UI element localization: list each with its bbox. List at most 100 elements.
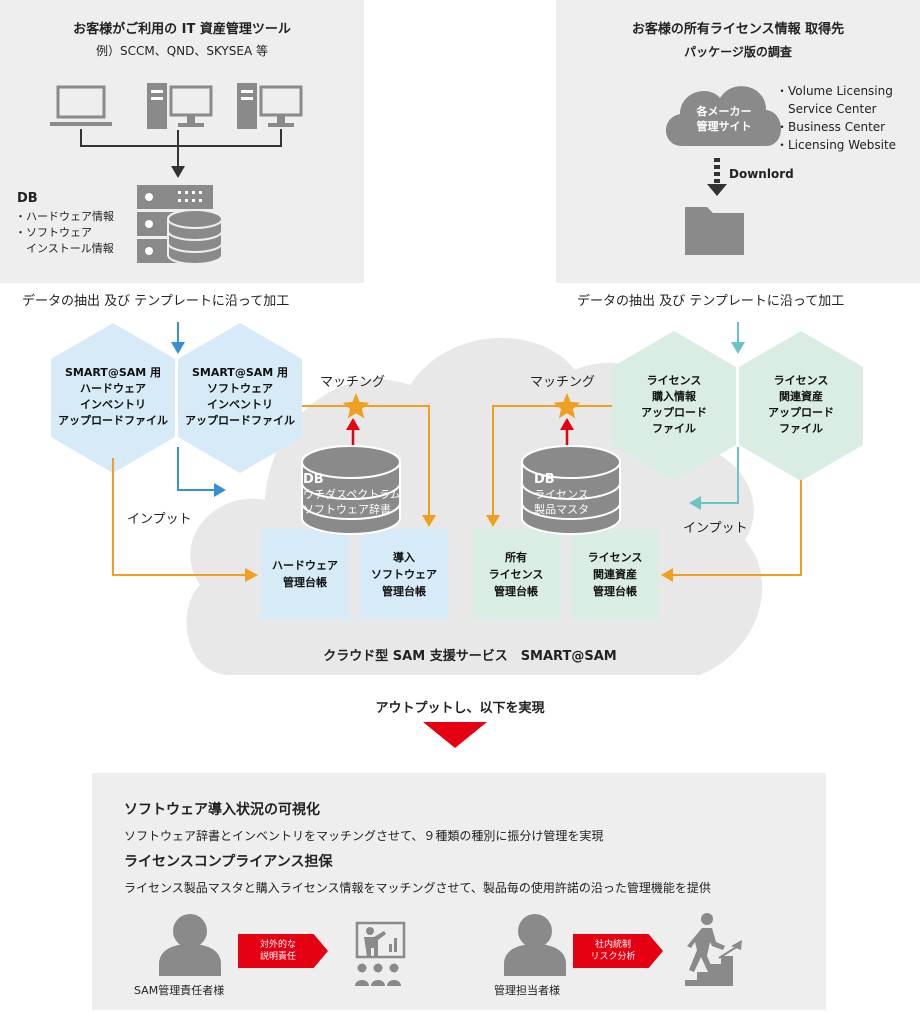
matching-label-right: マッチング — [530, 375, 596, 390]
matching-star-right — [553, 393, 581, 419]
extract-label-left: データの抽出 及び テンプレートに沿って加工 — [22, 294, 290, 309]
tag-line: 対外的な — [259, 940, 296, 950]
cloud-label-line: 各メーカー — [696, 105, 752, 118]
ledger-line: 管理台帳 — [283, 576, 327, 589]
db-dictionary-line: ソフトウェア辞書 — [303, 503, 391, 516]
ledger-line: 管理台帳 — [382, 584, 426, 598]
left-panel-title: お客様がご利用の IT 資産管理ツール — [73, 22, 291, 37]
blue-arrows — [177, 322, 215, 491]
tag-line: リスク分析 — [590, 952, 636, 962]
hex-line: ライセンス — [646, 374, 702, 387]
left-panel-example: 例）SCCM、QND、SKYSEA 等 — [95, 44, 268, 58]
download-label: Downlord — [729, 167, 794, 181]
ledger-line: 管理台帳 — [494, 584, 538, 598]
blue-arrowhead-right — [214, 483, 226, 497]
license-site-item: Service Center — [776, 102, 877, 116]
hex-sw-upload-label: SMART@SAM 用 ソフトウェア インベントリ アップロードファイル — [185, 365, 295, 429]
orange-arrowhead-3 — [486, 515, 500, 527]
db-license-title: DB — [534, 472, 555, 487]
down-arrow-to-db — [171, 166, 185, 178]
cloud-icon — [665, 86, 781, 146]
hex-line: 購入情報 — [652, 390, 696, 403]
ledger-line: 関連資産 — [593, 567, 637, 581]
hex-line: SMART@SAM 用 — [64, 366, 162, 379]
hex-line: アップロード — [768, 406, 834, 419]
desktop-pc-icon-1 — [147, 83, 213, 129]
license-site-list: ・Volume Licensing Service Center ・Busine… — [776, 82, 896, 154]
ledger-lic-assets: ライセンス 関連資産 管理台帳 — [571, 529, 659, 619]
result-desc-compliance: ライセンス製品マスタと購入ライセンス情報をマッチングさせて、製品毎の使用許諾の沿… — [124, 881, 711, 895]
person-icon-manager — [159, 914, 221, 976]
hex-lic-assets — [739, 331, 863, 481]
hex-hw-upload — [51, 323, 175, 473]
teal-arrowhead-down — [731, 342, 745, 354]
tag-risk-analysis: 社内統制 リスク分析 — [573, 934, 663, 968]
extract-label-right: データの抽出 及び テンプレートに沿って加工 — [577, 294, 845, 309]
hex-line: インベントリ — [80, 398, 146, 411]
folder-icon — [685, 207, 744, 255]
ledger-hw-box — [261, 529, 349, 619]
server-db-icon — [137, 185, 223, 265]
hex-sw-upload — [178, 323, 302, 473]
license-site-item: ・Business Center — [776, 120, 886, 134]
ledger-sw-box — [360, 529, 448, 619]
db-dictionary-label: DB ウチダスペクトラム ソフトウェア辞書 — [303, 472, 401, 517]
teal-arrowhead-left — [689, 496, 701, 510]
hex-hw-upload-label: SMART@SAM 用 ハードウェア インベントリ アップロードファイル — [58, 365, 168, 429]
person-label-staff: 管理担当者様 — [494, 984, 560, 997]
db-dictionary-cylinder — [301, 445, 401, 535]
db-item: ・ハードウェア情報 — [15, 210, 114, 223]
person-label-manager: SAM管理責任者様 — [134, 984, 225, 997]
desktop-pc-icon-2 — [237, 83, 303, 129]
ledger-line: ライセンス — [587, 550, 643, 564]
db-label: DB — [17, 191, 38, 206]
db-dictionary-line: ウチダスペクトラム — [303, 488, 401, 501]
ledger-sw: 導入 ソフトウェア 管理台帳 — [360, 529, 448, 619]
ledger-line: ソフトウェア — [371, 567, 437, 581]
db-item: ・ソフトウェア — [15, 226, 92, 239]
matching-star-left — [342, 393, 370, 419]
result-heading-visualization: ソフトウェア導入状況の可視化 — [124, 802, 320, 818]
person-icon-staff — [504, 914, 566, 976]
db-item-list: ・ハードウェア情報 ・ソフトウェア インストール情報 — [15, 209, 114, 257]
result-heading-compliance: ライセンスコンプライアンス担保 — [124, 854, 333, 870]
download-arrow-icon — [707, 158, 727, 196]
hex-line: ファイル — [779, 422, 823, 435]
license-site-item: ・Licensing Website — [776, 138, 897, 152]
hex-line: ソフトウェア — [207, 382, 273, 395]
hex-lic-purchase-label: ライセンス 購入情報 アップロード ファイル — [619, 373, 729, 437]
hex-line: アップロードファイル — [58, 414, 168, 427]
db-license-master-label: DB ライセンス 製品マスタ — [534, 472, 589, 517]
ledger-hw: ハードウェア 管理台帳 — [261, 529, 349, 619]
input-label-right: インプット — [683, 521, 748, 536]
db-item: インストール情報 — [15, 242, 114, 255]
ledger-line: 管理台帳 — [593, 584, 637, 598]
blue-arrowhead-down — [171, 342, 185, 354]
ledger-line: 所有 — [505, 550, 527, 564]
ledger-line: ライセンス — [488, 567, 544, 581]
db-license-line: ライセンス — [534, 488, 589, 501]
right-panel-subtitle: パッケージ版の調査 — [684, 45, 792, 59]
input-label-left: インプット — [127, 512, 192, 527]
connector-lines — [80, 129, 282, 168]
db-license-master-cylinder — [521, 445, 621, 535]
result-desc-visualization: ソフトウェア辞書とインベントリをマッチングさせて、９種類の種別に振分け管理を実現 — [124, 829, 604, 843]
hex-line: インベントリ — [207, 398, 273, 411]
hex-line: ファイル — [652, 422, 696, 435]
matching-label-left: マッチング — [320, 375, 386, 390]
presentation-icon — [355, 921, 406, 986]
hex-line: ハードウェア — [80, 382, 146, 395]
license-site-item: ・Volume Licensing — [776, 84, 893, 98]
hex-line: アップロードファイル — [185, 414, 295, 427]
tag-line: 説明責任 — [259, 952, 296, 962]
ledger-lic-box — [571, 529, 659, 619]
db-dictionary-title: DB — [303, 472, 324, 487]
hex-line: ライセンス — [773, 374, 829, 387]
laptop-icon — [50, 85, 112, 126]
cloud-label-line: 管理サイト — [696, 120, 752, 133]
cloud-service-label: クラウド型 SAM 支援サービス SMART@SAM — [323, 649, 617, 664]
output-label: アウトプットし、以下を実現 — [375, 701, 545, 716]
orange-arrowhead-1 — [245, 568, 258, 582]
db-license-line: 製品マスタ — [534, 503, 589, 516]
